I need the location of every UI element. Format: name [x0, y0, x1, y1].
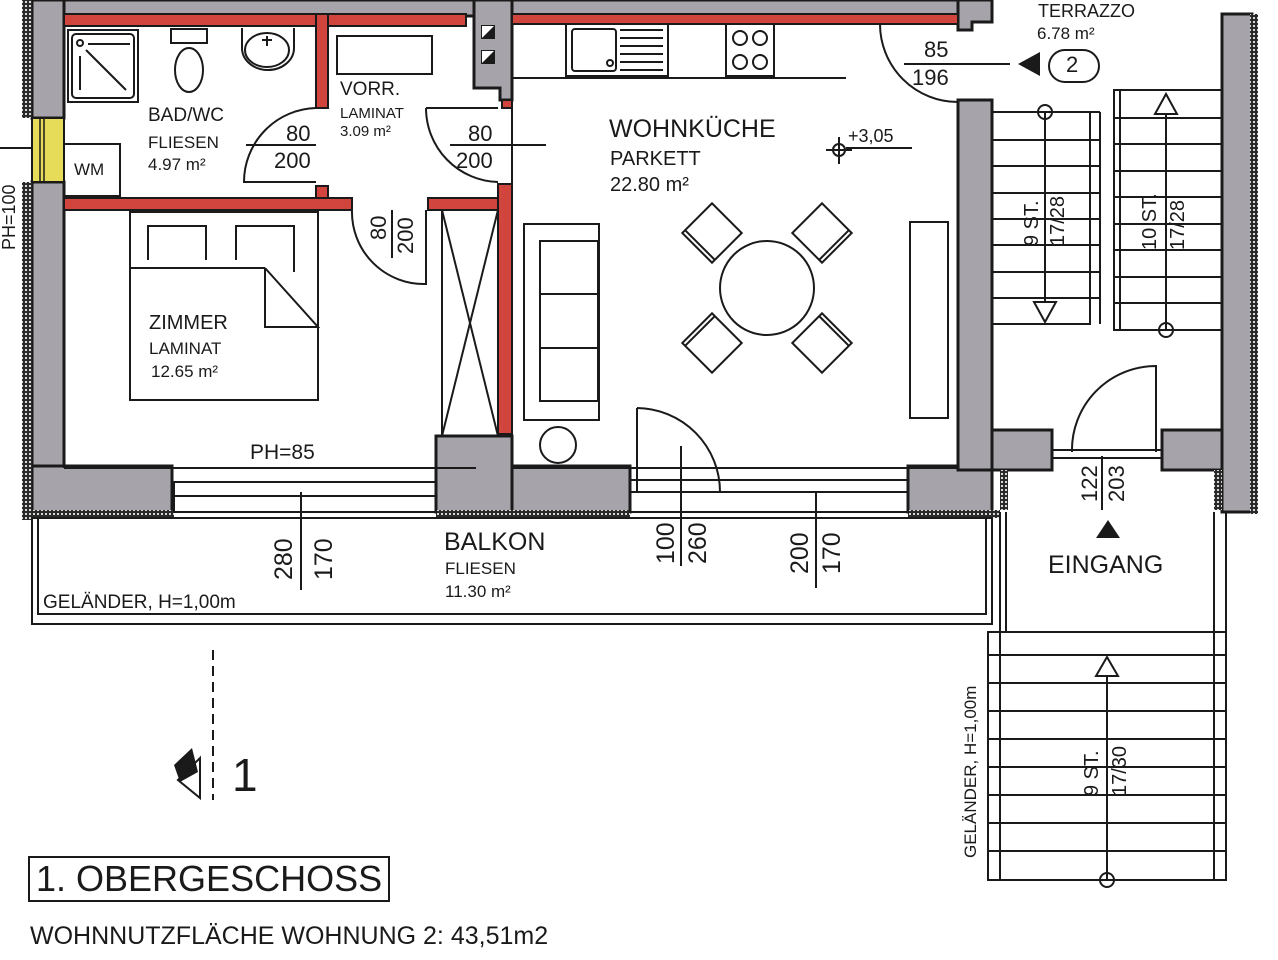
- stair-exterior-ratio: 17/30: [1109, 745, 1131, 796]
- bathroom-window: [31, 117, 65, 183]
- parapet-height-zimmer: PH=85: [250, 441, 315, 464]
- stair-upper-left-ratio: 17/28: [1047, 195, 1069, 246]
- stair-exterior-steps: 9 ST.: [1081, 750, 1103, 796]
- insulation-hatch: [22, 0, 1258, 520]
- washing-machine-label: WM: [74, 160, 105, 179]
- room-floor-kueche: PARKETT: [610, 148, 701, 170]
- stair-upper-right-steps: 10 ST.: [1139, 193, 1161, 250]
- door-eingang-width: 122: [1077, 465, 1102, 502]
- living-area-summary: WOHNNUTZFLÄCHE WOHNUNG 2: 43,51m2: [30, 922, 549, 950]
- interior-lines: [0, 23, 1227, 888]
- room-area-vorr: 3.09 m²: [340, 123, 391, 140]
- room-floor-zimmer: LAMINAT: [149, 339, 222, 358]
- room-name-vorr: VORR.: [340, 79, 401, 100]
- stair-upper-right-ratio: 17/28: [1167, 199, 1189, 250]
- stair-upper-left-steps: 9 ST.: [1021, 200, 1043, 246]
- outer-walls: [30, 0, 1254, 514]
- door-zimmer-height: 200: [393, 217, 418, 254]
- room-name-eingang: EINGANG: [1048, 551, 1164, 579]
- railing-label-stair: GELÄNDER, H=1,00m: [961, 685, 980, 858]
- floor-title: 1. OBERGESCHOSS: [28, 856, 391, 902]
- room-name-bad: BAD/WC: [148, 105, 224, 126]
- section-marker-number: 1: [232, 749, 258, 801]
- door-entry-height: 196: [912, 65, 949, 90]
- room-name-balkon: BALKON: [444, 528, 546, 556]
- door-zimmer-width: 80: [366, 215, 391, 240]
- unit-arrow-icon: [1018, 52, 1040, 76]
- room-name-zimmer: ZIMMER: [149, 312, 228, 334]
- railing-label-balkon: GELÄNDER, H=1,00m: [43, 592, 236, 613]
- room-area-terrazzo: 6.78 m²: [1037, 24, 1095, 43]
- room-floor-balkon: FLIESEN: [445, 559, 516, 578]
- window-kueche-height: 170: [818, 532, 846, 574]
- door-bad-width: 80: [286, 121, 311, 146]
- window-kueche-width: 200: [786, 532, 814, 574]
- door-eingang-height: 203: [1104, 465, 1129, 502]
- door-vorr-width: 80: [468, 121, 493, 146]
- room-name-terrazzo: TERRAZZO: [1038, 1, 1135, 21]
- shaft-icons: [481, 25, 495, 64]
- room-name-kueche: WOHNKÜCHE: [609, 115, 776, 143]
- level-marker-icon: [826, 137, 852, 164]
- unit-number-badge: 2: [1066, 52, 1079, 77]
- room-area-kueche: 22.80 m²: [610, 174, 689, 196]
- door-vorr-height: 200: [456, 148, 493, 173]
- room-area-balkon: 11.30 m²: [445, 582, 511, 601]
- room-area-zimmer: 12.65 m²: [151, 362, 219, 381]
- room-floor-bad: FLIESEN: [148, 133, 219, 152]
- door-bad-height: 200: [274, 148, 311, 173]
- door-entry-width: 85: [924, 37, 949, 62]
- window-zimmer-height: 170: [310, 538, 338, 580]
- entrance-arrow-icon: [1096, 520, 1120, 538]
- balcony-door-height: 260: [684, 522, 712, 564]
- room-area-bad: 4.97 m²: [148, 155, 206, 174]
- window-zimmer-width: 280: [270, 538, 298, 580]
- level-label: +3,05: [848, 126, 894, 146]
- room-floor-vorr: LAMINAT: [340, 105, 404, 122]
- section-marker-icon: [174, 748, 201, 801]
- partition-walls: [63, 13, 959, 435]
- parapet-height-left: PH=100: [0, 184, 19, 250]
- balcony-door-width: 100: [652, 522, 680, 564]
